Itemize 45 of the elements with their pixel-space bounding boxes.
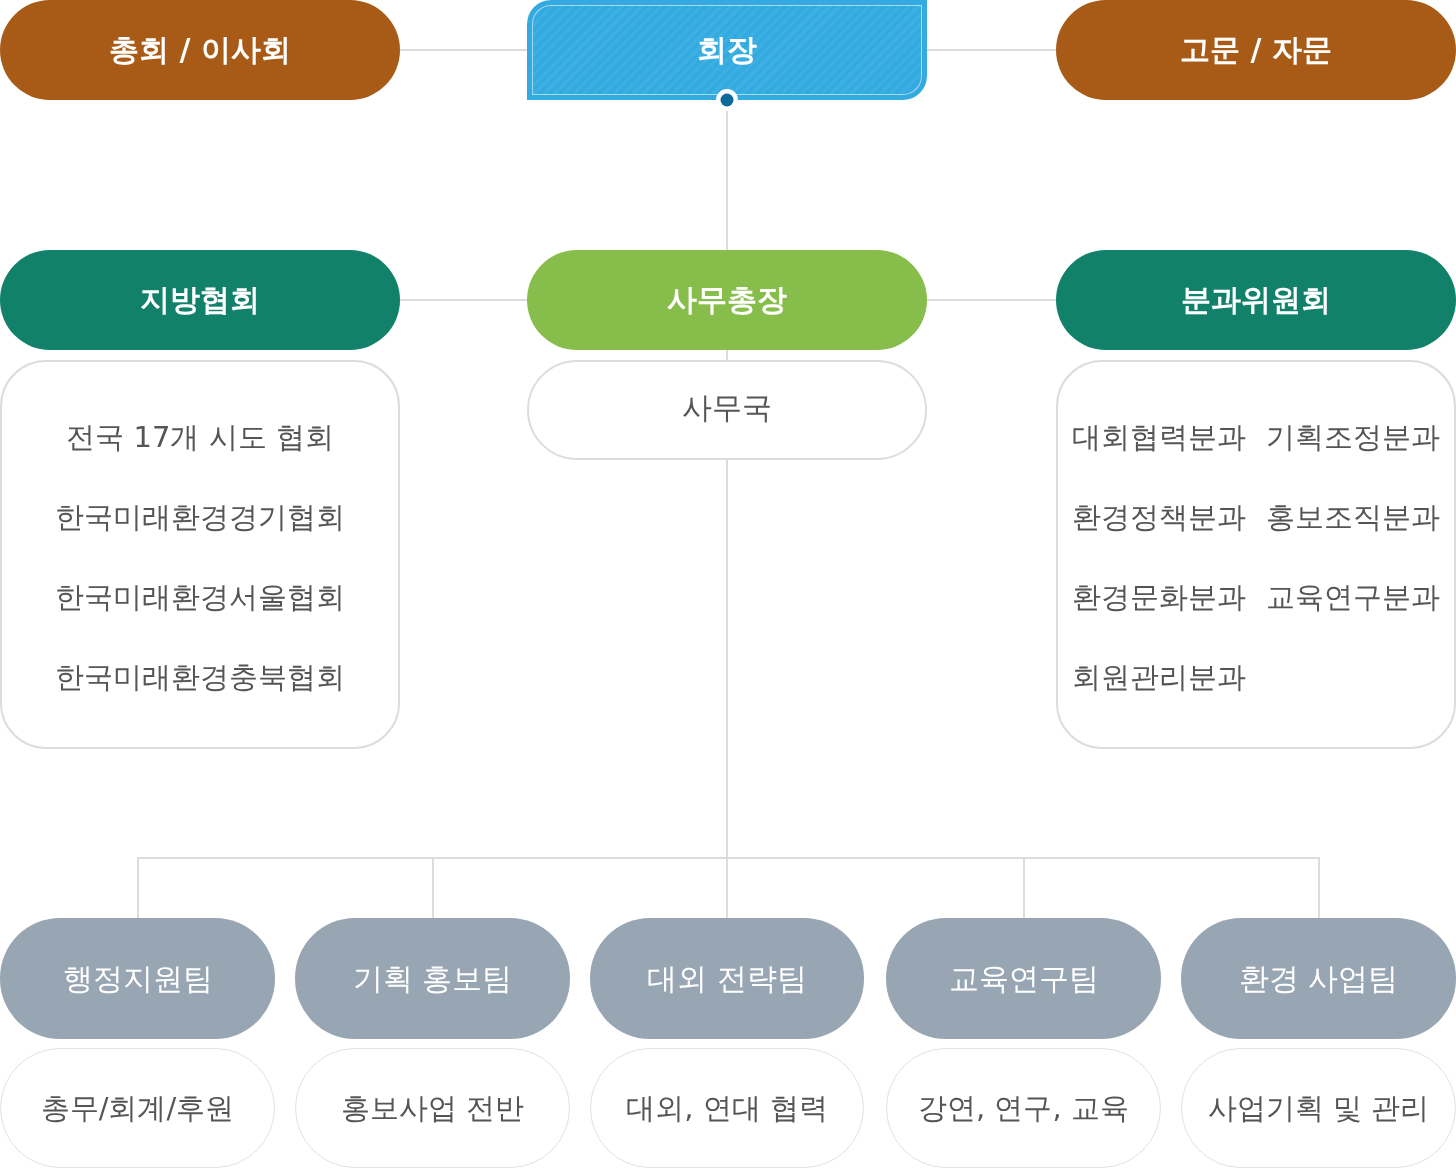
box-label: 기획 홍보팀 — [352, 960, 513, 997]
pill-box — [1181, 1048, 1456, 1168]
list-item: 한국미래환경경기협회 — [55, 499, 345, 535]
box-label: 홍보사업 전반 — [340, 1090, 525, 1126]
box-label: 고문 / 자문 — [1180, 32, 1332, 68]
box-label: 사무총장 — [667, 282, 787, 318]
connector-line — [399, 299, 528, 301]
box-label: 행정지원팀 — [62, 960, 213, 997]
connector-line — [726, 349, 728, 361]
pill-box — [0, 1048, 275, 1168]
pill-box — [0, 250, 400, 350]
list-item: 회원관리분과 — [1072, 659, 1246, 695]
box-label: 총회 / 이사회 — [109, 32, 291, 68]
list-panel — [0, 360, 400, 749]
box-label: 지방협회 — [140, 282, 260, 318]
box-label: 회장 — [697, 32, 757, 68]
box-label: 분과위원회 — [1181, 282, 1331, 318]
list-item: 기획조정분과 — [1266, 419, 1440, 455]
box-label: 강연, 연구, 교육 — [918, 1090, 1129, 1126]
box-label: 사무국 — [682, 390, 772, 427]
box-label: 환경 사업팀 — [1238, 960, 1399, 997]
list-item: 한국미래환경서울협회 — [55, 579, 345, 615]
pill-box — [0, 918, 275, 1039]
list-item: 환경문화분과 — [1072, 579, 1246, 615]
box-label: 총무/회계/후원 — [40, 1090, 235, 1126]
box-label: 교육연구팀 — [948, 960, 1099, 997]
connector-line — [926, 49, 1057, 51]
connector-line — [716, 89, 738, 251]
list-item: 전국 17개 시도 협회 — [66, 419, 334, 455]
box-label: 대외 전략팀 — [647, 960, 807, 997]
title-box — [527, 0, 927, 100]
list-item: 환경정책분과 — [1072, 499, 1246, 535]
list-item: 홍보조직분과 — [1266, 499, 1440, 535]
pill-box — [1056, 0, 1456, 100]
connector-line — [399, 49, 528, 51]
box-label: 사업기획 및 관리 — [1207, 1090, 1430, 1126]
list-item: 대회협력분과 — [1072, 419, 1246, 455]
list-item: 교육연구분과 — [1266, 579, 1440, 615]
pill-box — [1181, 918, 1456, 1039]
list-item: 한국미래환경충북협회 — [55, 659, 345, 695]
pill-box — [0, 0, 400, 100]
pill-box — [1056, 250, 1456, 350]
box-label: 대외, 연대 협력 — [626, 1090, 828, 1126]
list-panel — [1056, 360, 1456, 749]
connector-line — [926, 299, 1057, 301]
